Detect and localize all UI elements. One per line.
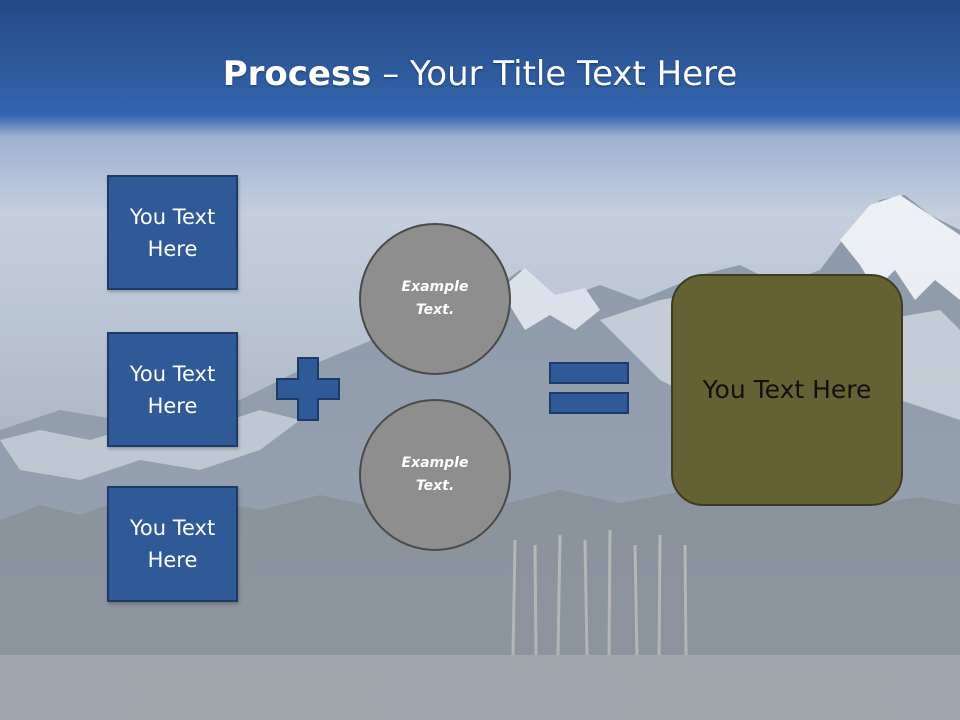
left-text-box-2[interactable]: You Text Here — [107, 332, 238, 447]
slide-title: Process – Your Title Text Here — [223, 52, 738, 96]
result-text-box-label: You Text Here — [702, 375, 872, 404]
equals-icon — [549, 362, 629, 414]
left-text-box-1-label: You Text Here — [129, 204, 216, 261]
example-circle-2-label: Example Text. — [401, 455, 469, 494]
title-bold: Process — [222, 54, 372, 94]
result-text-box[interactable]: You Text Here — [671, 274, 903, 506]
title-bar: Process – Your Title Text Here — [0, 0, 960, 150]
left-text-box-3[interactable]: You Text Here — [107, 486, 238, 602]
example-circle-1[interactable]: Example Text. — [359, 223, 511, 375]
example-circle-1-label: Example Text. — [401, 279, 469, 318]
left-text-box-3-label: You Text Here — [129, 516, 216, 572]
left-text-box-1[interactable]: You Text Here — [107, 175, 238, 290]
plus-icon — [276, 357, 340, 421]
left-text-box-2-label: You Text Here — [129, 361, 216, 418]
example-circle-2[interactable]: Example Text. — [359, 399, 511, 551]
title-rest: – Your Title Text Here — [371, 54, 738, 94]
